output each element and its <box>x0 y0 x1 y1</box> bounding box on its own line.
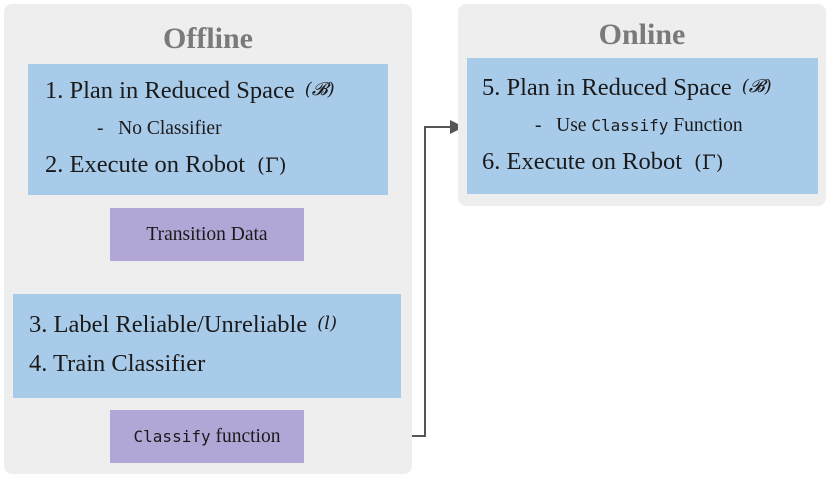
classify-word: function <box>210 425 281 447</box>
step-6: 6. Execute on Robot (Γ) <box>482 148 724 175</box>
transition-data-tag: Transition Data <box>110 208 304 261</box>
step-4-label: 4. Train Classifier <box>29 350 206 377</box>
step-5-classify-code: Classify <box>591 116 669 135</box>
classify-function-tag: Classify function <box>110 410 304 463</box>
step-5-note: - Use Classify Function <box>535 115 743 136</box>
step-2-symbol: (Γ) <box>257 153 287 177</box>
step-1-symbol: (𝓑) <box>304 79 335 100</box>
offline-training-box: 3. Label Reliable/Unreliable (l) 4. Train… <box>13 294 401 398</box>
step-6-symbol: (Γ) <box>694 150 724 174</box>
step-1-label: 1. Plan in Reduced Space <box>45 77 295 104</box>
step-4: 4. Train Classifier <box>29 350 206 377</box>
classify-code: Classify <box>133 427 211 446</box>
step-6-label: 6. Execute on Robot <box>482 148 683 175</box>
step-2-label: 2. Execute on Robot <box>45 151 246 178</box>
step-1-note: - No Classifier <box>97 118 222 139</box>
online-title: Online <box>598 18 686 51</box>
step-3: 3. Label Reliable/Unreliable (l) <box>29 311 338 338</box>
offline-planning-box: 1. Plan in Reduced Space (𝓑) - No Classif… <box>28 64 388 195</box>
step-5-label: 5. Plan in Reduced Space <box>482 74 732 101</box>
step-2: 2. Execute on Robot (Γ) <box>45 151 287 178</box>
online-planning-box: 5. Plan in Reduced Space (𝓑) - Use Classi… <box>467 58 818 194</box>
step-5-symbol: (𝓑) <box>741 76 772 97</box>
offline-title: Offline <box>163 22 253 55</box>
step-3-symbol: (l) <box>317 313 338 334</box>
step-5: 5. Plan in Reduced Space (𝓑) <box>482 74 772 101</box>
step-3-label: 3. Label Reliable/Unreliable <box>29 311 308 338</box>
step-1: 1. Plan in Reduced Space (𝓑) <box>45 77 335 104</box>
